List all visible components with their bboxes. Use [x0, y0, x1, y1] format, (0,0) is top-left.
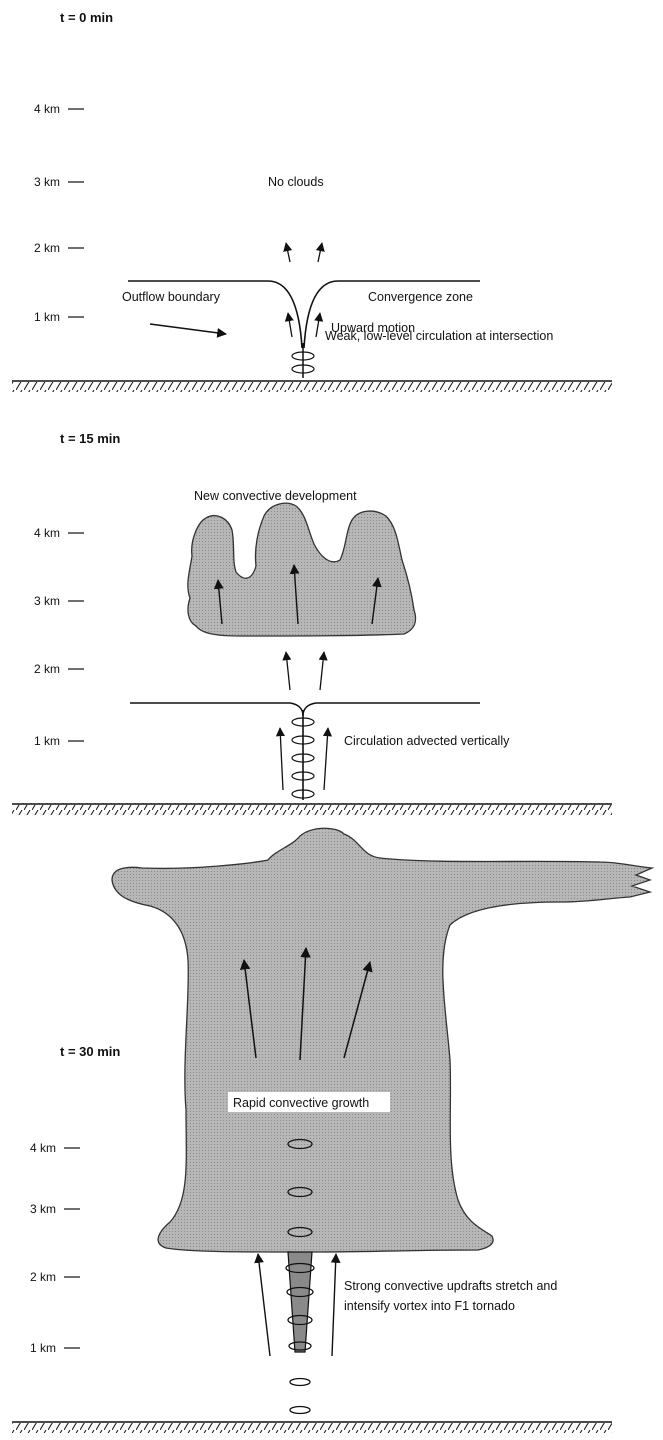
altitude-label-2km: 2 km — [30, 1270, 56, 1284]
convective-cloud — [188, 503, 416, 636]
panel-t0: t = 0 min 4 km 3 km 2 km 1 km No clouds … — [12, 10, 612, 392]
ground-hatching — [12, 1423, 612, 1433]
updraft-arrow — [318, 243, 322, 262]
outflow-flow-arrow — [150, 324, 226, 334]
altitude-axis: 4 km 3 km 2 km 1 km — [30, 1141, 80, 1355]
circulation-vortex — [292, 343, 314, 378]
altitude-label-3km: 3 km — [34, 594, 60, 608]
vertical-vortex — [292, 710, 314, 800]
panel-title: t = 30 min — [60, 1044, 120, 1059]
altitude-axis: 4 km 3 km 2 km 1 km — [34, 526, 84, 748]
altitude-label-4km: 4 km — [30, 1141, 56, 1155]
panel-t30: t = 30 min Rapid convective growth 4 km … — [12, 828, 652, 1433]
altitude-label-1km: 1 km — [30, 1341, 56, 1355]
altitude-label-1km: 1 km — [34, 734, 60, 748]
no-clouds-label: No clouds — [268, 175, 324, 189]
circulation-label: Weak, low-level circulation at intersect… — [325, 329, 553, 343]
updraft-arrow — [286, 243, 290, 262]
rapid-growth-label: Rapid convective growth — [233, 1096, 369, 1110]
updraft-arrow — [324, 728, 328, 790]
ground-hatching — [12, 805, 612, 815]
panel-title: t = 0 min — [60, 10, 113, 25]
panel-title: t = 15 min — [60, 431, 120, 446]
updraft-arrow — [258, 1254, 270, 1356]
altitude-label-1km: 1 km — [34, 310, 60, 324]
low-level-circulation — [290, 1379, 310, 1414]
outflow-boundary-label: Outflow boundary — [122, 290, 221, 304]
cumulonimbus-cloud — [112, 828, 652, 1310]
altitude-label-3km: 3 km — [34, 175, 60, 189]
convergence-zone-label: Convergence zone — [368, 290, 473, 304]
altitude-label-2km: 2 km — [34, 662, 60, 676]
upward-motion-arrow — [288, 313, 292, 337]
updraft-arrow — [332, 1254, 336, 1356]
updraft-arrow — [286, 652, 290, 690]
ground-hatching — [12, 382, 612, 392]
new-development-label: New convective development — [194, 489, 357, 503]
altitude-label-2km: 2 km — [34, 241, 60, 255]
upward-motion-arrow — [316, 313, 320, 337]
circulation-advected-label: Circulation advected vertically — [344, 734, 510, 748]
panel-t15: t = 15 min 4 km 3 km 2 km 1 km New conve… — [12, 431, 612, 815]
altitude-axis: 4 km 3 km 2 km 1 km — [34, 102, 84, 324]
updrafts-label-line2: intensify vortex into F1 tornado — [344, 1299, 515, 1313]
updrafts-label-line1: Strong convective updrafts stretch and — [344, 1279, 557, 1293]
updraft-arrow — [280, 728, 283, 790]
updraft-arrow — [320, 652, 324, 690]
tornado-funnel — [286, 1252, 314, 1352]
altitude-label-4km: 4 km — [34, 102, 60, 116]
altitude-label-4km: 4 km — [34, 526, 60, 540]
altitude-label-3km: 3 km — [30, 1202, 56, 1216]
